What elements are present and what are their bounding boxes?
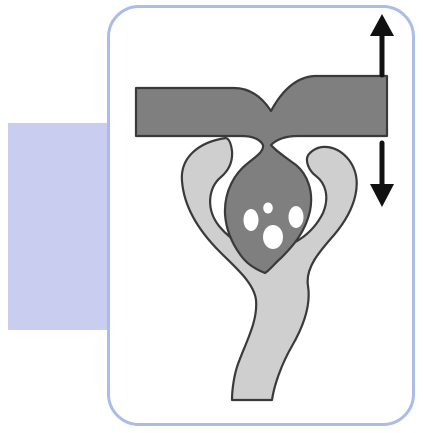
vesicle (263, 225, 283, 249)
arrow-up-icon (370, 14, 394, 75)
vesicle (244, 209, 259, 231)
arrow-down-icon (370, 143, 394, 207)
vesicle (289, 206, 304, 228)
vesicle (263, 203, 273, 214)
